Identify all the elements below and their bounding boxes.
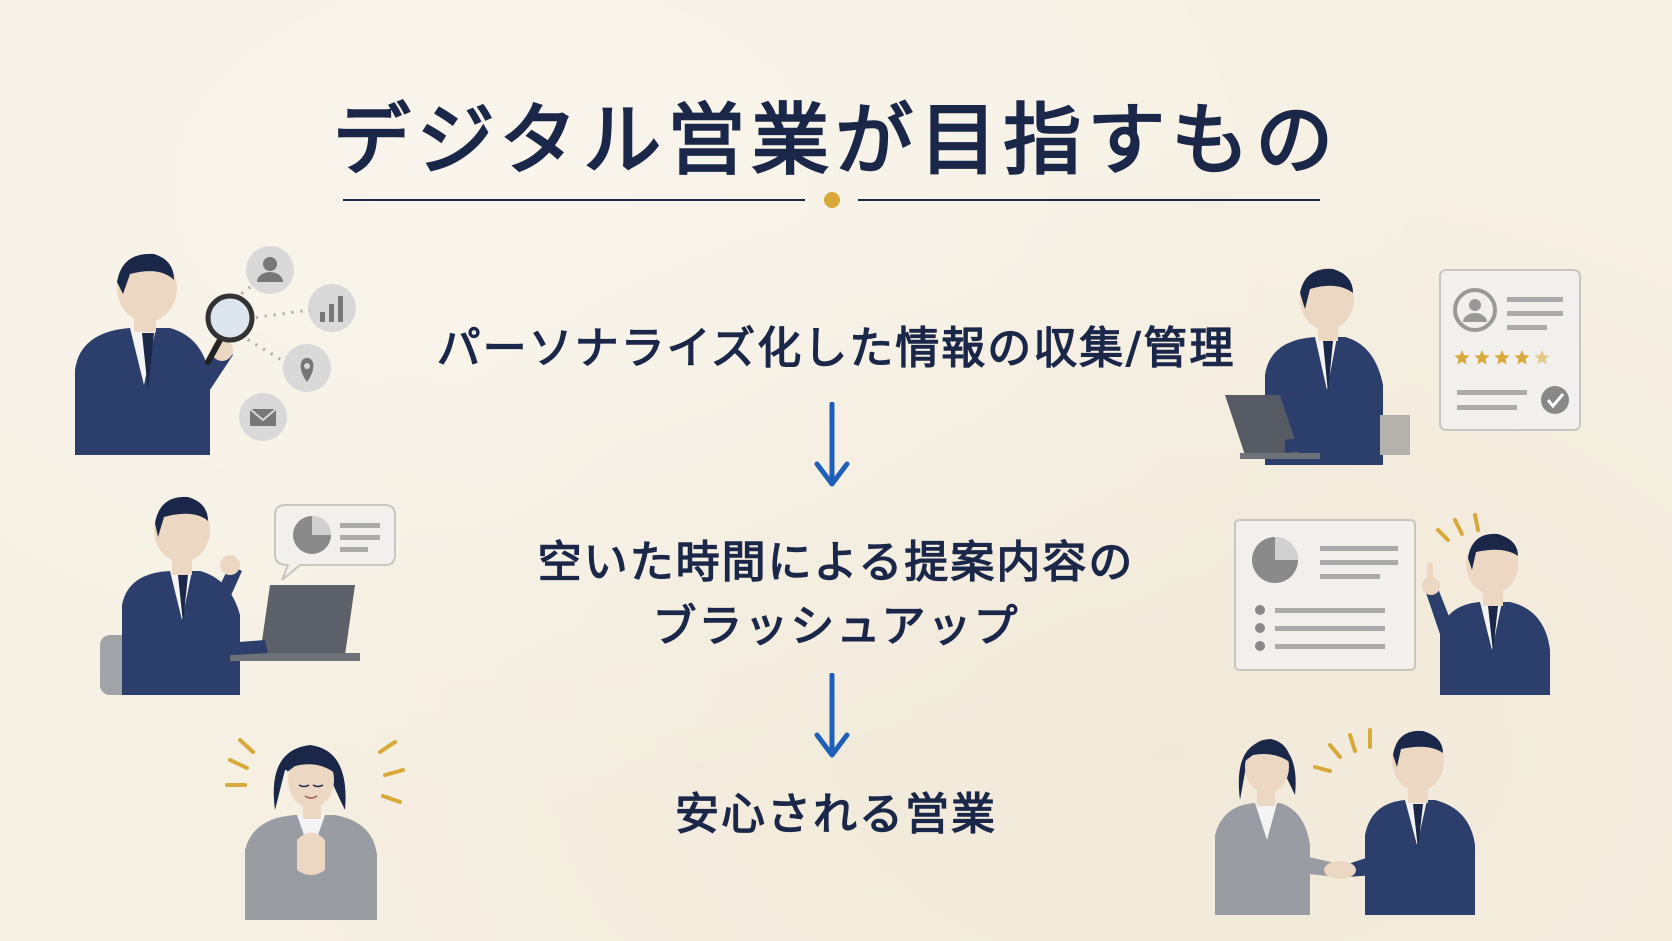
magnifier-icon: [205, 293, 255, 365]
star-3: [1494, 350, 1510, 365]
arrow-down-icon: [814, 402, 850, 487]
check-icon: [1541, 386, 1569, 414]
step-brush-up: 空いた時間による提案内容の ブラッシュアップ: [0, 531, 1672, 659]
star-4: [1514, 350, 1530, 365]
star-1: [1454, 350, 1470, 365]
bar-chart-icon: [308, 284, 356, 332]
step-brush-up-line1: 空いた時間による提案内容の: [537, 537, 1135, 588]
star-rating-icon: [1454, 350, 1550, 365]
user-icon: [246, 246, 294, 294]
illustration-manage-info: [1225, 268, 1581, 465]
profile-card-icon: [1439, 269, 1581, 431]
illustration-handshake: [1215, 728, 1475, 915]
title-divider-right: [858, 199, 1320, 201]
mail-icon: [239, 393, 287, 441]
illustration-brush-up: [100, 496, 396, 695]
title-divider-dot: [824, 192, 840, 208]
pie-chart-icon: [1252, 537, 1298, 583]
arrow-down-icon: [814, 673, 850, 758]
page-title: デジタル営業が目指すもの: [332, 95, 1340, 186]
list-icon: [1255, 605, 1385, 651]
title-divider-left: [343, 199, 805, 201]
step-reassuring-sales: 安心される営業: [675, 789, 997, 840]
illustration-collect-info: [75, 246, 356, 455]
step-brush-up-line2: ブラッシュアップ: [652, 601, 1020, 652]
star-2: [1474, 350, 1490, 365]
location-pin-icon: [283, 344, 331, 392]
illustration-happy-customer: [225, 738, 405, 920]
star-5: [1534, 350, 1550, 365]
illustration-proposal: [1234, 513, 1550, 695]
pie-chart-icon: [293, 516, 331, 554]
step-collect-info: パーソナライズ化した情報の収集/管理: [436, 323, 1236, 374]
